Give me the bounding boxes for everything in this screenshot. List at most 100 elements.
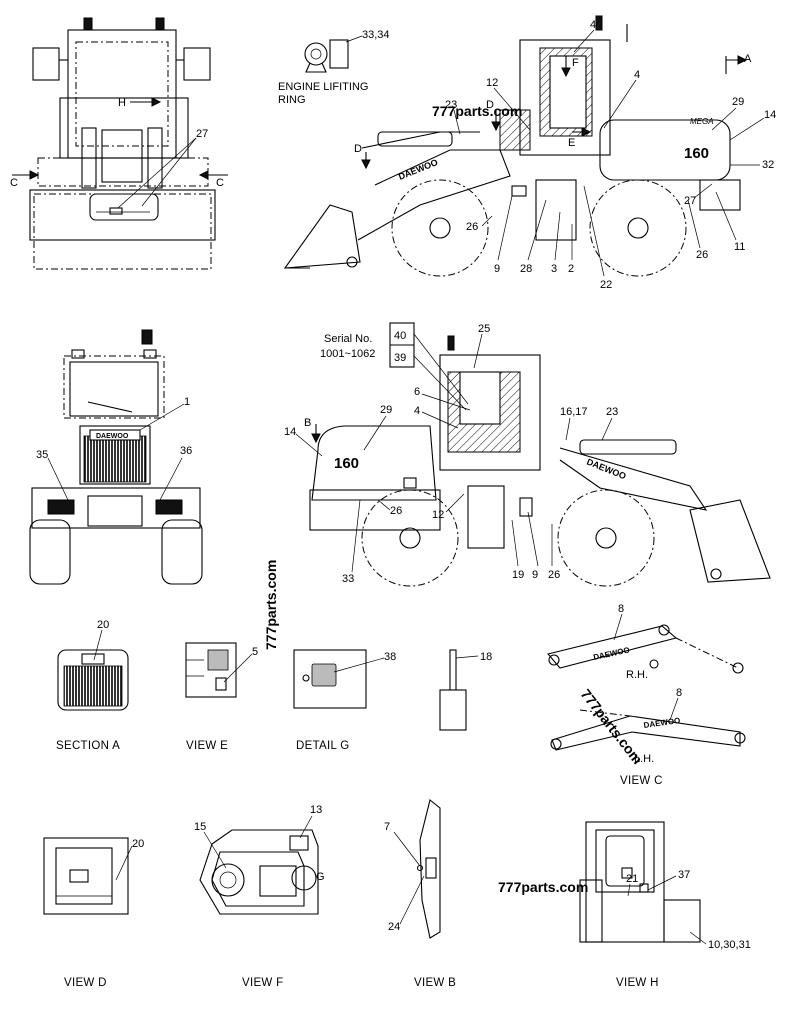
leader-9-mid [527,511,539,567]
serial-no-label-2: 1001~1062 [320,348,375,360]
callout-4-mid: 4 [414,405,420,417]
callout-37: 37 [678,869,690,881]
caption-detail-g: DETAIL G [296,740,350,752]
model-decal-side-right: 160 [334,455,359,472]
callout-27-side: 27 [684,195,696,207]
brand-decal-boom-lh: DAEWOO [643,716,681,730]
callout-26-top: 26 [466,221,478,233]
leader-16-17 [565,417,571,441]
leader-10-30-31 [689,931,707,945]
callout-11: 11 [734,241,745,253]
view-h-marker: H [118,97,126,109]
view-d-drawing [43,837,129,915]
leader-35 [47,457,69,501]
callout-4-right: 4 [634,69,640,81]
engine-lifting-ring-label-2: RING [278,94,306,106]
label-rh: R.H. [626,669,648,681]
leader-37 [647,875,677,891]
leader-9-top [497,195,513,261]
view-e-marker-arrow [572,127,592,137]
callout-4-top: 4 [590,19,596,31]
model-decal-side-left: 160 [684,145,709,162]
callout-36: 36 [180,445,192,457]
front-view-drawing: DAEWOO [29,329,203,585]
callout-9-mid: 9 [532,569,538,581]
leader-40 [413,333,469,405]
view-f-drawing [199,829,319,915]
leader-14-mid [295,433,323,457]
brand-decal-front: DAEWOO [96,433,129,440]
leader-19 [511,519,519,567]
section-c-cut-right [198,170,228,180]
section-c-cut-left [12,170,40,180]
callout-9-top: 9 [494,263,500,275]
watermark-vertical: 777parts.com [263,560,279,650]
leader-21 [627,883,631,897]
leader-11 [715,191,737,241]
leader-18 [455,655,479,659]
boom-arm-rh: DAEWOO [547,624,744,674]
leader-6 [421,393,471,411]
brand-decal-boom-rh: DAEWOO [593,645,631,661]
brand-decal-side-left: DAEWOO [397,157,439,182]
callout-3: 3 [551,263,557,275]
leader-27-b [141,137,197,207]
leader-4-mid [421,411,459,429]
callout-5: 5 [252,646,258,658]
callout-19: 19 [512,569,524,581]
brand-decal-side-right: DAEWOO [585,457,627,482]
caption-view-e: VIEW E [186,740,228,752]
view-f-marker-arrow [561,56,571,78]
leader-24 [399,875,425,925]
caption-view-h: VIEW H [616,977,659,989]
caption-view-b: VIEW B [414,977,456,989]
view-b-marker-arrow [311,424,321,444]
callout-26-low: 26 [548,569,560,581]
callout-26-rear: 26 [696,249,708,261]
callout-13: 13 [310,804,322,816]
leader-23-mid [601,417,613,441]
callout-24: 24 [388,921,400,933]
leader-3 [554,211,561,261]
leader-26-rear [687,199,701,249]
callout-8-lh: 8 [676,687,682,699]
leader-4-top [573,29,595,53]
leader-8-rh [613,613,623,641]
leader-22 [583,185,605,277]
callout-27-rear: 27 [196,128,208,140]
engine-lifting-ring-label-1: ENGINE LIFITING [278,81,368,93]
leader-12-mid [445,493,465,513]
watermark-view-h: 777parts.com [498,879,588,895]
callout-25: 25 [478,323,490,335]
callout-35: 35 [36,449,48,461]
leader-12-top [493,87,531,131]
view-d-marker-top-arrow [491,110,501,132]
callout-29-mid: 29 [380,404,392,416]
callout-7: 7 [384,821,390,833]
leader-33 [351,499,361,573]
view-a-marker: A [744,53,752,65]
label-lh: L.H. [634,753,654,765]
leader-29-mid [363,415,387,451]
caption-section-a: SECTION A [56,740,120,752]
callout-12-mid: 12 [432,509,444,521]
leader-1 [139,403,185,431]
rear-view-drawing [29,17,216,270]
leader-33-34 [345,35,363,43]
callout-18: 18 [480,651,492,663]
serial-no-label-1: Serial No. [324,333,372,345]
leader-28 [527,199,547,261]
callout-12-top: 12 [486,77,498,89]
callout-23-top: 23 [445,99,457,111]
watermark-view-c: 777parts.com [578,686,646,767]
watermark-top: 777parts.com [432,103,522,119]
leader-27-a [117,137,197,209]
callout-32: 32 [762,159,774,171]
tag-18-drawing [439,649,467,731]
callout-14-top: 14 [764,109,776,121]
callout-6: 6 [414,386,420,398]
view-d-marker-top: D [486,99,494,111]
leader-25 [473,333,483,369]
leader-38 [333,657,385,673]
leader-14-top [729,117,765,141]
